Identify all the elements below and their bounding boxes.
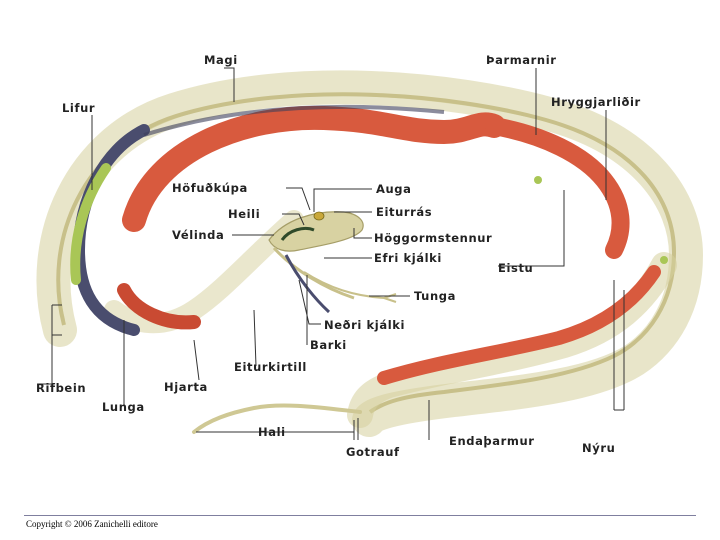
label-auga: Auga	[376, 182, 411, 196]
label-tunga: Tunga	[414, 289, 456, 303]
body-outline-inner	[104, 210, 304, 334]
label-gotrauf: Gotrauf	[346, 445, 400, 459]
label-lunga: Lunga	[102, 400, 145, 414]
snake-anatomy-diagram: Magi Þarmarnir Lifur Hryggjarliðir Höfuð…	[24, 40, 704, 468]
label-velinda: Vélinda	[172, 228, 224, 242]
heart-organ	[117, 283, 201, 330]
testis-organ	[660, 256, 668, 264]
esophagus-organ	[143, 104, 445, 137]
labels: Magi Þarmarnir Lifur Hryggjarliðir Höfuð…	[36, 53, 641, 459]
label-hryggjarlidir: Hryggjarliðir	[551, 95, 641, 109]
label-barki: Barki	[310, 338, 347, 352]
body-outline-outer	[36, 70, 704, 437]
label-hjarta: Hjarta	[164, 380, 208, 394]
intestine-organ	[485, 117, 630, 259]
testis-organ	[534, 176, 542, 184]
label-rifbein: Rifbein	[36, 381, 86, 395]
snake-anatomy-svg: Magi Þarmarnir Lifur Hryggjarliðir Höfuð…	[36, 53, 704, 459]
label-hofudkupa: Höfuðkúpa	[172, 181, 248, 195]
label-endatharmur: Endaþarmur	[449, 434, 535, 448]
label-efri-kjalki: Efri kjálki	[374, 251, 442, 265]
label-magi: Magi	[204, 53, 238, 67]
label-hoggormstennur: Höggormstennur	[374, 231, 492, 245]
label-eistu: Eistu	[498, 261, 533, 275]
label-nedri-kjalki: Neðri kjálki	[324, 318, 405, 332]
stomach-organ	[122, 105, 506, 232]
kidney-organ	[377, 265, 661, 385]
label-hali: Hali	[258, 425, 286, 439]
label-heili: Heili	[228, 207, 260, 221]
tail-strand	[192, 403, 362, 434]
label-nyru: Nýru	[582, 441, 615, 455]
label-lifur: Lifur	[62, 101, 95, 115]
footer-divider	[24, 515, 696, 516]
liver-organ	[70, 163, 111, 285]
label-eiturras: Eiturrás	[376, 205, 432, 219]
vertebral-column	[56, 92, 677, 414]
copyright-text: Copyright © 2006 Zanichelli editore	[26, 519, 158, 529]
label-eiturkirtill: Eiturkirtill	[234, 360, 307, 374]
label-tharmarnir: Þarmarnir	[486, 53, 557, 67]
leader-lines	[39, 67, 625, 440]
